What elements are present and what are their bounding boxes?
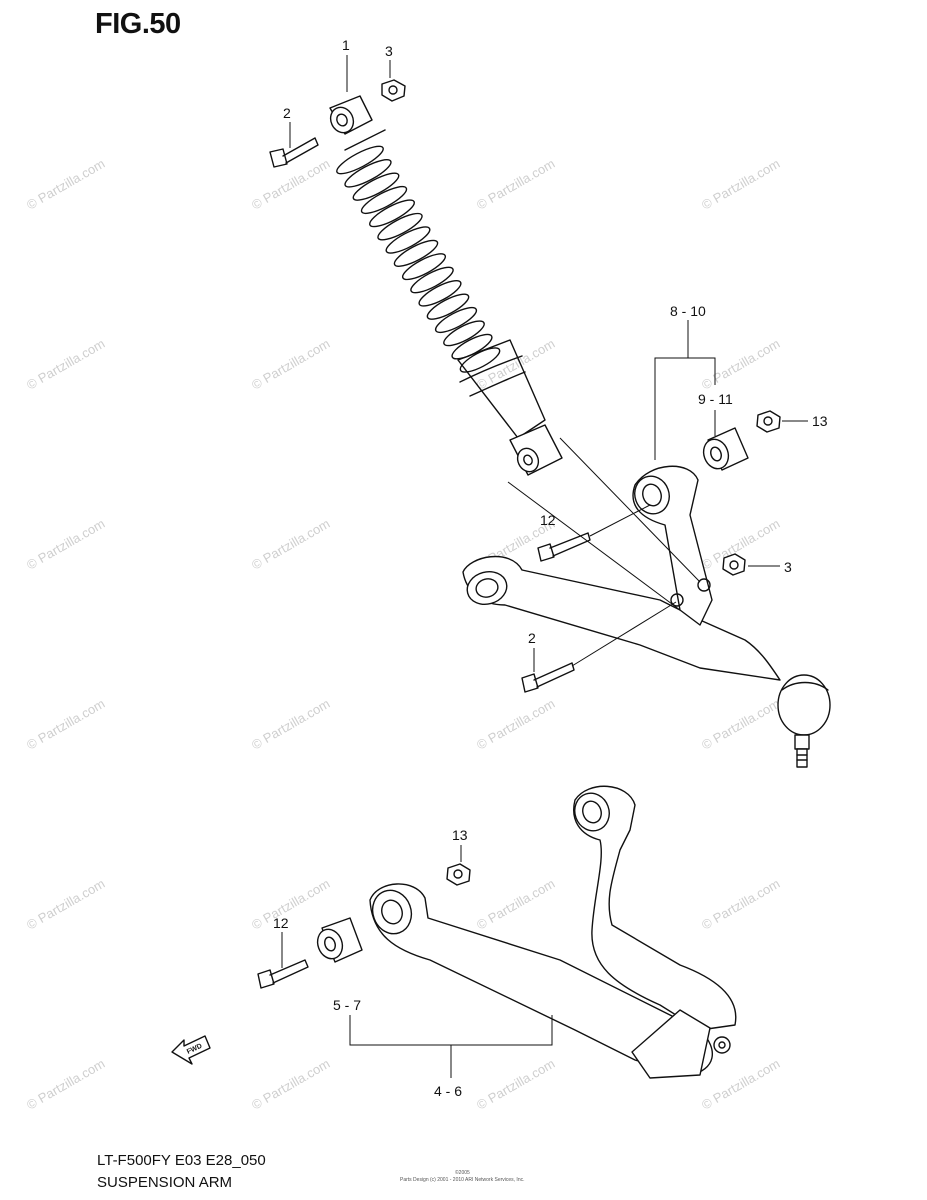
watermark-text: © Partzilla.com [24, 156, 107, 213]
fwd-arrow-icon: FWD [171, 1035, 211, 1065]
watermark-text: © Partzilla.com [249, 696, 332, 753]
model-code: LT-F500FY E03 E28_050 [97, 1152, 266, 1169]
lower-suspension-arm [369, 785, 737, 1079]
watermark-text: © Partzilla.com [24, 336, 107, 393]
watermark-text: © Partzilla.com [24, 1056, 107, 1113]
callout-nut-upper-arm: 3 [784, 559, 792, 575]
spring-coil [377, 212, 423, 241]
watermark-text: © Partzilla.com [249, 336, 332, 393]
spring-coil [410, 266, 454, 294]
spring-coil [360, 185, 408, 215]
watermark-text: © Partzilla.com [699, 876, 782, 933]
watermark-text: © Partzilla.com [24, 516, 107, 573]
spring-coil [418, 280, 462, 307]
watermark-text: © Partzilla.com [249, 876, 332, 933]
callout-upper-bushing: 9 - 11 [698, 391, 733, 407]
watermark-text: © Partzilla.com [249, 516, 332, 573]
callout-nut-upper-right: 13 [812, 413, 828, 429]
nut-icon [446, 863, 471, 886]
watermark-text: © Partzilla.com [24, 876, 107, 933]
shock-absorber [329, 95, 563, 476]
watermark-text: © Partzilla.com [699, 696, 782, 753]
spring-coil [434, 306, 478, 334]
bushing-icon [702, 427, 749, 471]
bushing-icon [316, 917, 363, 963]
spring-coil [426, 293, 470, 320]
spring-coil [352, 172, 400, 201]
small-print-year: ©2005 [455, 1170, 470, 1176]
callout-bolt-upper-arm: 12 [540, 512, 556, 528]
bolt-icon [537, 532, 591, 562]
section-name: SUSPENSION ARM [97, 1174, 233, 1191]
callout-lower-arm-group: 4 - 6 [434, 1083, 462, 1099]
callout-bolt-top: 2 [283, 105, 291, 121]
watermark-text: © Partzilla.com [474, 1056, 557, 1113]
callout-bolt-shock-lower: 2 [528, 630, 536, 646]
upper-suspension-arm [462, 465, 831, 768]
callout-upper-arm-group: 8 - 10 [670, 303, 706, 319]
nut-icon [756, 410, 781, 433]
leader-lines [281, 55, 808, 1078]
callout-nut-lower-arm: 13 [452, 827, 468, 843]
callout-labels: 1 2 3 8 - 10 9 - 11 13 12 3 2 13 12 5 - … [273, 37, 828, 1099]
watermark-text: © Partzilla.com [699, 336, 782, 393]
nut-icon [381, 79, 406, 102]
watermark-text: © Partzilla.com [249, 1056, 332, 1113]
callout-bolt-lower-arm: 12 [273, 915, 289, 931]
spring-coil [443, 320, 485, 347]
spring-coil [385, 226, 431, 254]
watermark-text: © Partzilla.com [474, 876, 557, 933]
watermark-text: © Partzilla.com [474, 156, 557, 213]
bolt-icon [269, 137, 319, 168]
callout-lower-bushing: 5 - 7 [333, 997, 361, 1013]
bolt-icon [521, 662, 575, 693]
spring-coil [401, 253, 447, 281]
spring-coil [369, 199, 415, 228]
spring-coil [451, 333, 493, 360]
figure-title: FIG.50 [95, 8, 181, 40]
callout-nut-top: 3 [385, 43, 393, 59]
watermark-text: © Partzilla.com [249, 156, 332, 213]
spring-coil [344, 159, 392, 188]
watermark-text: © Partzilla.com [24, 696, 107, 753]
spring-coil [336, 145, 384, 175]
watermark-text: © Partzilla.com [699, 1056, 782, 1113]
watermark-text: © Partzilla.com [474, 696, 557, 753]
small-print-copyright: Parts Design (c) 2001 - 2010 ARI Network… [400, 1177, 525, 1183]
bolt-icon [257, 959, 309, 989]
spring-coil [459, 347, 501, 373]
watermark-text: © Partzilla.com [699, 156, 782, 213]
callout-shock-absorber: 1 [342, 37, 350, 53]
spring-coil [393, 239, 439, 267]
nut-icon [722, 553, 746, 576]
